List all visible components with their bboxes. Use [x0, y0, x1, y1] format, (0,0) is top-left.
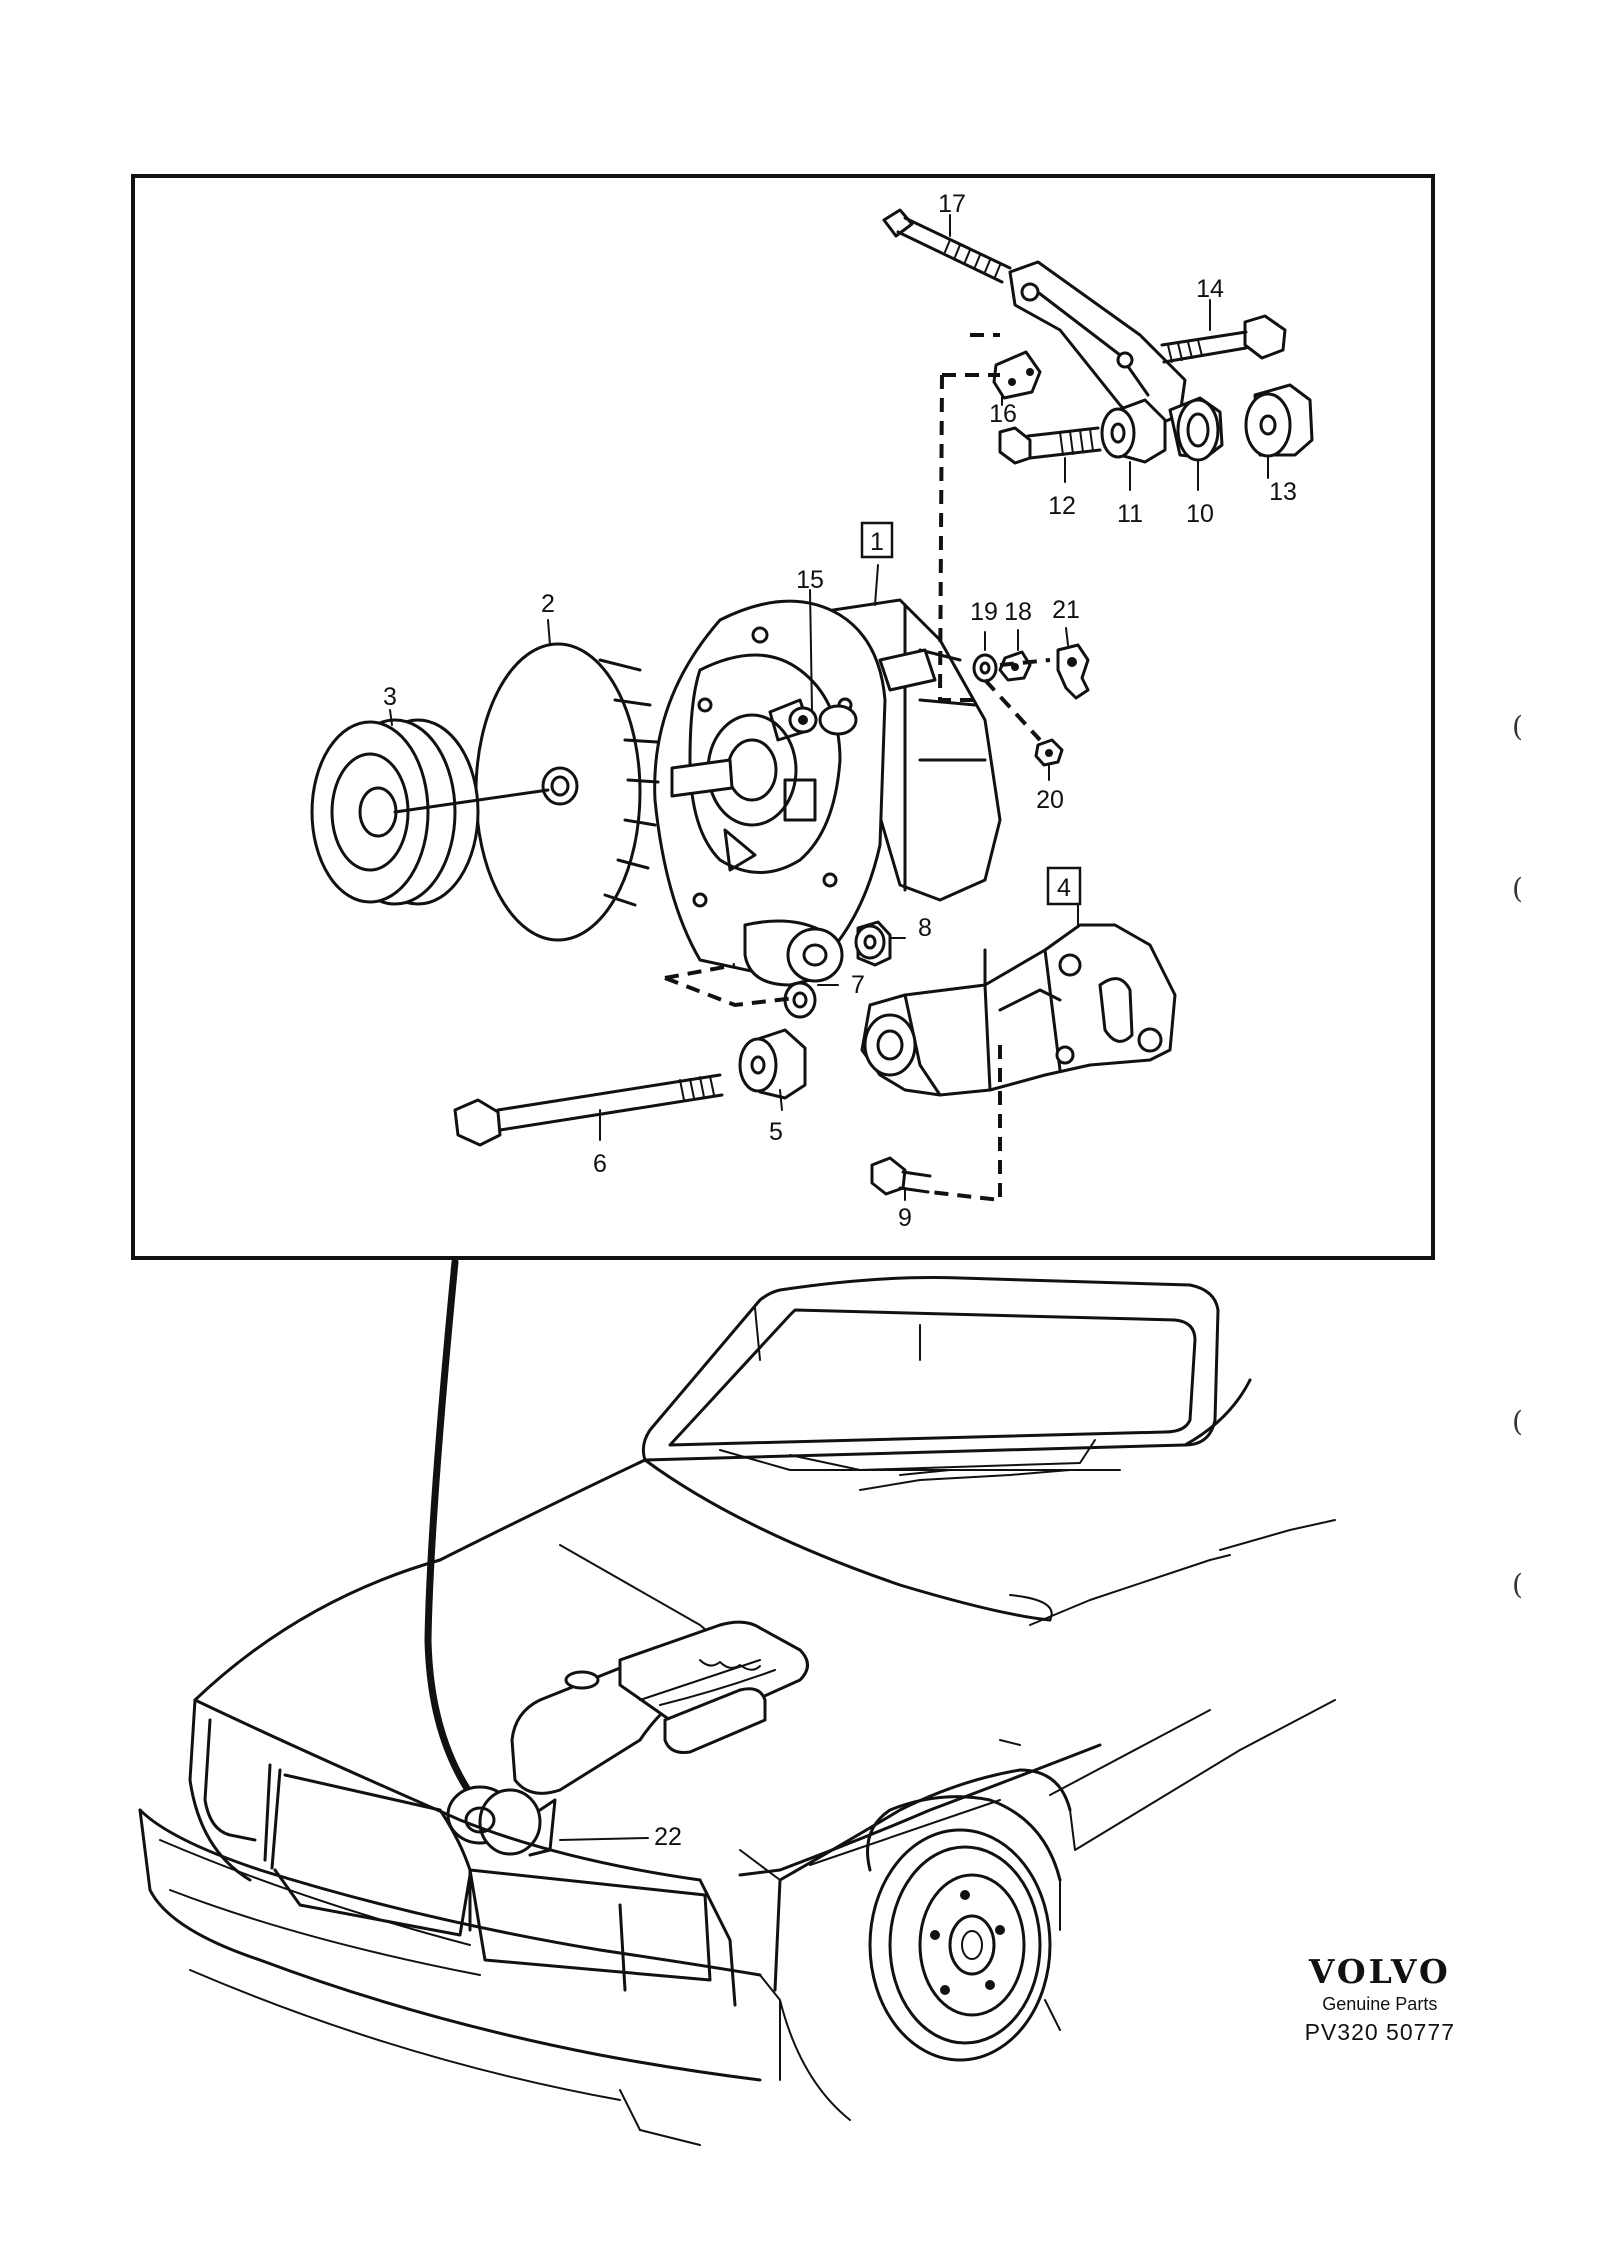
sleeve-10	[1168, 396, 1224, 462]
bushing-13	[1244, 383, 1314, 458]
nut-16	[992, 350, 1042, 400]
callout-14: 14	[1196, 275, 1224, 303]
washer-7	[783, 981, 817, 1019]
volvo-logo: VOLVO	[1308, 1952, 1451, 1991]
bolt-17	[882, 208, 1012, 284]
adjuster-bracket	[1008, 260, 1187, 432]
callout-19: 19	[970, 598, 998, 626]
callout-10: 10	[1186, 500, 1214, 528]
callout-2: 2	[541, 590, 555, 618]
callout-8: 8	[918, 914, 932, 942]
callout-7: 7	[851, 971, 865, 999]
callout-3: 3	[383, 683, 397, 711]
callout-15: 15	[796, 566, 824, 594]
callout-12: 12	[1048, 492, 1076, 520]
callout-13: 13	[1269, 478, 1297, 506]
callout-box-1	[860, 521, 894, 559]
bolt-6	[453, 1073, 724, 1147]
diagram-reference: PV320 50777	[1304, 2019, 1455, 2045]
detail-frame	[131, 174, 1435, 1260]
terminal-parts	[972, 643, 1090, 767]
callout-21: 21	[1052, 596, 1080, 624]
mounting-bracket	[860, 923, 1177, 1097]
callout-17: 17	[938, 190, 966, 218]
callout-1: 1	[870, 528, 884, 556]
callout-4: 4	[1057, 874, 1071, 902]
callout-16: 16	[989, 400, 1017, 428]
margin-mark-4: (	[1512, 1568, 1523, 1601]
margin-mark-2: (	[1512, 872, 1523, 905]
brand-subtitle: Genuine Parts	[1322, 1994, 1438, 2014]
leader-lines	[389, 214, 1269, 1201]
detail-connector	[424, 1258, 472, 1794]
pulley	[310, 718, 550, 906]
bolt-9	[870, 1156, 932, 1196]
callout-22: 22	[654, 1823, 682, 1851]
callout-18: 18	[1004, 598, 1032, 626]
callout-box-4	[1046, 866, 1082, 906]
brand-block: VOLVO Genuine Parts PV320 50777	[1305, 1955, 1455, 2046]
bushing-5	[738, 1028, 807, 1100]
callout-9: 9	[898, 1204, 912, 1232]
margin-mark-3: (	[1512, 1405, 1523, 1438]
callout-11: 11	[1117, 500, 1143, 528]
car-illustration	[138, 1276, 1336, 2146]
callout-6: 6	[593, 1150, 607, 1178]
callout-20: 20	[1036, 786, 1064, 814]
fan	[474, 642, 660, 942]
bolt-12	[998, 426, 1102, 465]
alternator	[653, 598, 1002, 987]
bolt-14	[1160, 314, 1287, 364]
bushing-11	[1100, 398, 1167, 464]
nut-8	[854, 920, 892, 967]
callout-5: 5	[769, 1118, 783, 1146]
assembly-lines	[664, 333, 1051, 1203]
margin-mark-1: (	[1512, 710, 1523, 743]
